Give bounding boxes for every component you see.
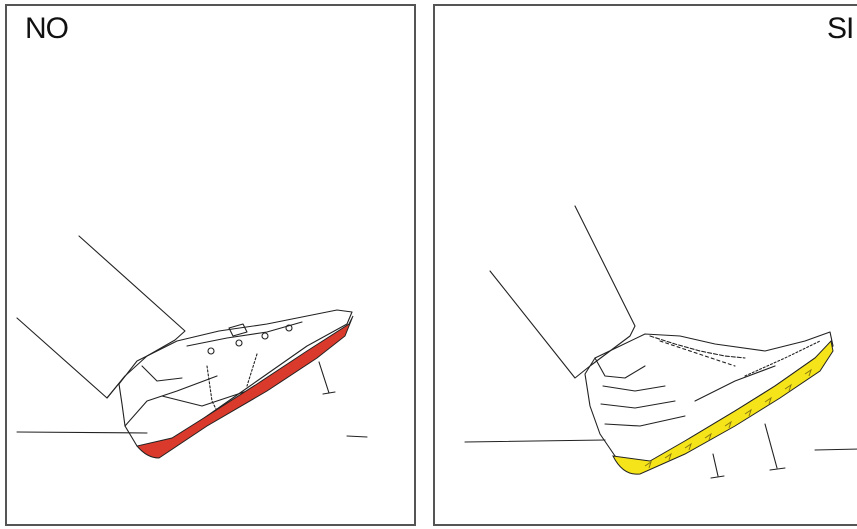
- panel-no: NO: [5, 4, 416, 526]
- shoe-no-illustration: [7, 6, 416, 526]
- nail: [711, 454, 724, 478]
- nail: [319, 362, 335, 394]
- ground-line: [465, 440, 857, 450]
- sole-no: [137, 316, 353, 458]
- nail: [765, 424, 785, 470]
- trouser-leg: [490, 206, 635, 378]
- sole-si: [613, 341, 833, 474]
- trouser-leg: [17, 236, 185, 398]
- shoe-si-illustration: [435, 6, 857, 526]
- shoe-upper: [119, 310, 352, 452]
- panel-si: SI: [433, 4, 857, 526]
